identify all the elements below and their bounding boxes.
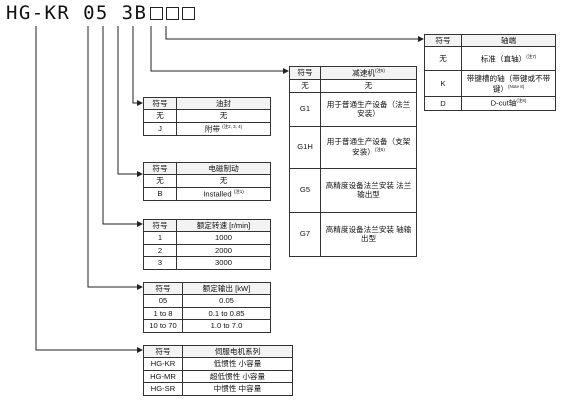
brake-code: B (143, 186, 177, 201)
connector-reducer (150, 26, 283, 72)
speed-table: 符号 额定转速 [r/min] 1 1000 2 2000 3 3000 (143, 218, 271, 270)
model-char: B (134, 2, 148, 24)
brake-header-code: 符号 (143, 161, 177, 176)
reducer-table: 符号 减速机(注5) 无 无 G1 用于普通生产设备（法兰安装） G1H 用于普… (289, 65, 417, 257)
brake-code: 无 (143, 174, 177, 188)
series-code: HG-KR (143, 357, 183, 371)
speed-value: 3000 (176, 256, 271, 270)
arrow-brake (137, 171, 143, 177)
output-value: 0.1 to 0.85 (182, 306, 271, 321)
oil-seal-desc: 无 (176, 109, 271, 123)
output-code: 10 to 70 (143, 319, 183, 333)
output-table: 符号 额定输出 [kW] 05 0.05 1 to 8 0.1 to 0.85 … (143, 281, 271, 333)
speed-header-desc: 额定转速 [r/min] (176, 218, 271, 233)
shaft-table: 符号 轴端 无 标准（直轴）(注7) K 带键槽的轴（带键或不带键）(Note … (424, 33, 556, 111)
speed-code: 3 (143, 256, 177, 270)
option-box (150, 7, 164, 20)
shaft-code: 无 (424, 46, 462, 72)
oil-seal-code: J (143, 121, 177, 136)
brake-desc: 无 (176, 174, 271, 188)
arrow-output (137, 284, 143, 290)
model-char: 5 (95, 2, 109, 24)
reducer-desc: 高精度设备法兰安装 法兰输出型 (320, 167, 417, 213)
series-desc: 中惯性 中容量 (182, 382, 293, 396)
reducer-desc: 用于普通生产设备（法兰安装） (320, 91, 417, 127)
series-desc: 超低惯性 小容量 (182, 369, 293, 384)
model-char: H (6, 2, 19, 24)
speed-header-code: 符号 (143, 218, 177, 233)
oil-seal-code: 无 (143, 109, 177, 123)
shaft-code: K (424, 70, 462, 98)
output-value: 1.0 to 7.0 (182, 319, 271, 333)
speed-code: 2 (143, 243, 177, 258)
shaft-header-desc: 轴端 (461, 33, 556, 48)
model-char: 0 (83, 2, 96, 24)
oil-seal-desc: 附带 (注2, 3, 4) (176, 121, 271, 136)
shaft-desc: 标准（直轴）(注7) (461, 46, 556, 72)
shaft-desc: 带键槽的轴（带键或不带键）(Note 8) (461, 70, 556, 98)
series-table: 符号 伺服电机系列 HG-KR 低惯性 小容量 HG-MR 超低惯性 小容量 H… (143, 344, 293, 396)
connector-series (35, 26, 137, 351)
option-box (166, 7, 180, 20)
model-char: K (44, 2, 58, 24)
arrow-reducer (283, 68, 289, 74)
reducer-header-code: 符号 (289, 65, 321, 81)
model-code: HG-KR 05 3B (6, 2, 196, 24)
brake-desc: Installed (注1) (176, 186, 271, 201)
model-char: 3 (121, 2, 135, 24)
series-header-code: 符号 (143, 344, 183, 359)
reducer-code: G7 (289, 211, 321, 257)
series-desc: 低惯性 小容量 (182, 357, 293, 371)
connector-oil-seal (132, 26, 137, 104)
arrow-speed (137, 221, 143, 227)
model-char: - (31, 2, 45, 24)
reducer-desc: 高精度设备法兰安装 轴输出型 (320, 211, 417, 257)
series-code: HG-MR (143, 369, 183, 384)
oil-seal-header-code: 符号 (143, 96, 177, 111)
speed-value: 1000 (176, 231, 271, 245)
oil-seal-header-desc: 油封 (176, 96, 271, 111)
reducer-desc: 无 (320, 78, 417, 93)
speed-code: 1 (143, 231, 177, 245)
reducer-code: 无 (289, 78, 321, 93)
shaft-desc: D-cut轴(注8) (461, 96, 556, 111)
output-code: 05 (143, 294, 183, 308)
shaft-header-code: 符号 (424, 33, 462, 48)
oil-seal-table: 符号 油封 无 无 J 附带 (注2, 3, 4) (143, 96, 271, 136)
connector-output (87, 26, 137, 288)
output-header-code: 符号 (143, 281, 183, 296)
output-header-desc: 额定输出 [kW] (182, 281, 271, 296)
speed-value: 2000 (176, 243, 271, 258)
reducer-header-desc: 减速机(注5) (320, 65, 417, 81)
connector-speed (102, 26, 137, 225)
connector-brake (117, 26, 137, 175)
output-value: 0.05 (182, 294, 271, 308)
output-code: 1 to 8 (143, 306, 183, 321)
reducer-code: G1 (289, 91, 321, 127)
brake-header-desc: 电磁制动 (176, 161, 271, 176)
model-char: G (18, 2, 32, 24)
reducer-code: G5 (289, 167, 321, 213)
reducer-desc: 用于普通生产设备（支架安装）(注6) (320, 125, 417, 169)
option-box (182, 7, 196, 20)
brake-table: 符号 电磁制动 无 无 B Installed (注1) (143, 161, 271, 201)
arrow-series (137, 347, 143, 353)
connector-shaft (165, 26, 418, 40)
arrow-shaft (418, 36, 424, 42)
shaft-code: D (424, 96, 462, 111)
arrow-oil-seal (137, 100, 143, 106)
model-char: R (57, 2, 71, 24)
reducer-code: G1H (289, 125, 321, 169)
series-code: HG-SR (143, 382, 183, 396)
series-header-desc: 伺服电机系列 (182, 344, 293, 359)
